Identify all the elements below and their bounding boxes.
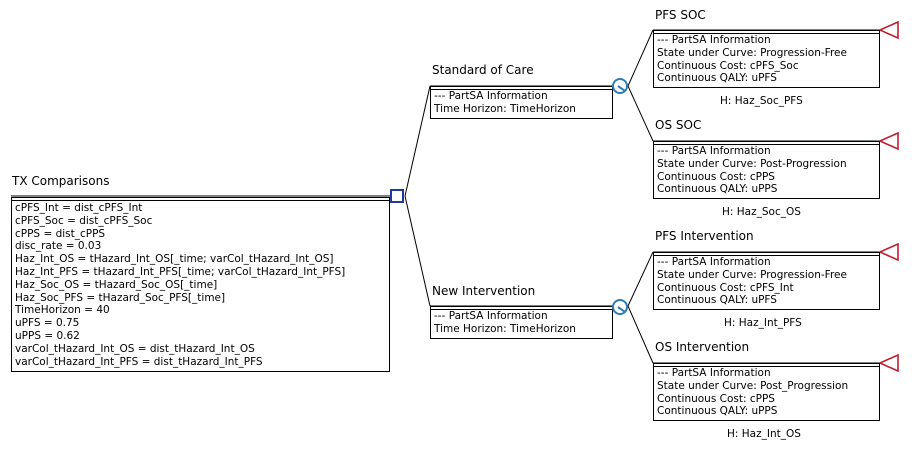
info-row: State under Curve: Post_Progression [657,379,849,392]
hazard-label: H: Haz_Int_OS [727,428,801,440]
info-row: Time Horizon: TimeHorizon [434,102,576,115]
hazard-label: H: Haz_Soc_PFS [720,95,803,107]
info-row: Continuous Cost: cPFS_Soc [657,59,799,72]
definition-row: cPFS_Int = dist_cPFS_Int [15,202,143,214]
strategy-label-soc[interactable]: Standard of Care [432,63,534,77]
info-row: Continuous Cost: cPPS [657,170,775,183]
root-definitions-box[interactable]: cPFS_Int = dist_cPFS_Int cPFS_Soc = dist… [11,197,390,372]
info-row: --- PartSA Information [657,34,771,46]
info-row: Continuous Cost: cPFS_Int [657,281,794,294]
definition-row: Haz_Int_PFS = tHazard_Int_PFS[_time; var… [15,265,346,278]
strategy-label-int[interactable]: New Intervention [432,284,536,298]
definition-row: Haz_Soc_PFS = tHazard_Soc_PFS[_time] [15,291,226,304]
info-row: Continuous QALY: uPFS [657,72,777,85]
definition-row: uPFS = 0.75 [15,317,80,330]
state-label-os-soc[interactable]: OS SOC [655,118,702,132]
info-row: Time Horizon: TimeHorizon [434,322,576,335]
info-row: Continuous QALY: uPPS [657,183,778,196]
info-row: State under Curve: Progression-Free [657,268,847,281]
partsa-node-icon[interactable] [612,78,628,94]
state-info-box-os-soc[interactable]: --- PartSA Information State under Curve… [653,141,880,199]
definition-row: cPFS_Soc = dist_cPFS_Soc [15,214,153,227]
terminal-triangle-icon [878,242,899,262]
definition-row: varCol_tHazard_Int_OS = dist_tHazard_Int… [15,342,255,355]
definition-row: uPPS = 0.62 [15,329,80,342]
definition-row: TimeHorizon = 40 [15,304,110,317]
state-label-pfs-int[interactable]: PFS Intervention [655,229,754,243]
info-row: --- PartSA Information [657,367,771,379]
info-row: --- PartSA Information [657,256,771,268]
definition-row: Haz_Int_OS = tHazard_Int_OS[_time; varCo… [15,253,334,266]
info-row: --- PartSA Information [434,90,548,102]
definition-row: Haz_Soc_OS = tHazard_Soc_OS[_time] [15,278,218,291]
terminal-triangle-icon [878,131,899,151]
strategy-info-box-soc[interactable]: --- PartSA Information Time Horizon: Tim… [430,86,613,119]
info-row: Continuous QALY: uPPS [657,405,778,418]
definition-row: cPPS = dist_cPPS [15,227,106,240]
partsa-node-icon[interactable] [612,299,628,315]
info-row: Continuous Cost: cPPS [657,392,775,405]
info-row: State under Curve: Post-Progression [657,157,847,170]
decision-node-icon[interactable] [390,189,404,203]
hazard-label: H: Haz_Int_PFS [724,317,802,329]
info-row: --- PartSA Information [434,310,548,322]
info-row: State under Curve: Progression-Free [657,46,847,59]
state-info-box-os-int[interactable]: --- PartSA Information State under Curve… [653,363,880,421]
terminal-triangle-icon [878,20,899,40]
definition-row: disc_rate = 0.03 [15,240,102,253]
state-label-os-int[interactable]: OS Intervention [655,340,750,354]
state-label-pfs-soc[interactable]: PFS SOC [655,8,706,22]
terminal-triangle-icon [878,353,899,373]
root-label[interactable]: TX Comparisons [12,174,110,188]
hazard-label: H: Haz_Soc_OS [722,206,801,218]
info-row: --- PartSA Information [657,145,771,157]
state-info-box-pfs-soc[interactable]: --- PartSA Information State under Curve… [653,30,880,88]
definition-row: varCol_tHazard_Int_PFS = dist_tHazard_In… [15,355,263,368]
strategy-info-box-int[interactable]: --- PartSA Information Time Horizon: Tim… [430,306,613,339]
info-row: Continuous QALY: uPFS [657,294,777,307]
state-info-box-pfs-int[interactable]: --- PartSA Information State under Curve… [653,252,880,310]
